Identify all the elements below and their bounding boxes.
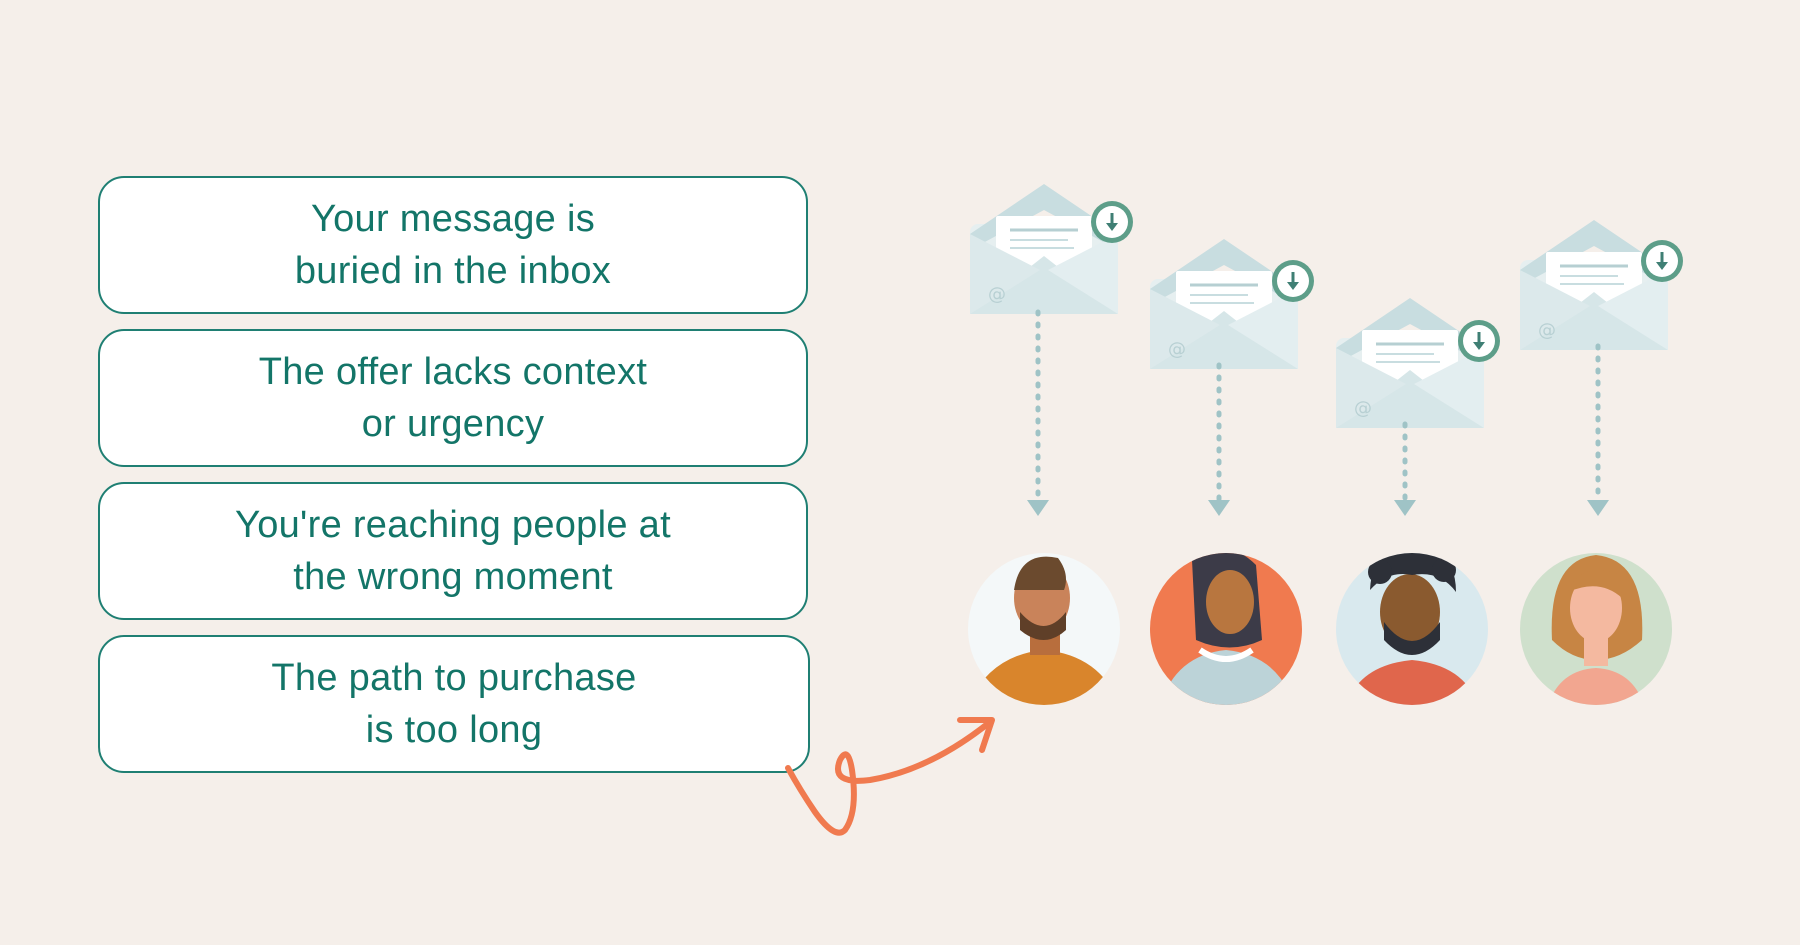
problem-card-text: You're reaching people at the wrong mome… [235,503,671,598]
curly-arrow-icon [785,717,995,836]
open-envelope-icon [968,182,1120,316]
download-arrow-icon [1639,238,1685,284]
problem-card-text: The path to purchase is too long [271,656,637,751]
problem-card-text: The offer lacks context or urgency [258,350,648,445]
open-envelope-icon [1148,237,1300,371]
person-avatar-icon [968,553,1120,705]
person-avatar-icon [1520,553,1672,705]
arrow-head-icon [1027,500,1609,516]
problem-card-path: The path to purchase is too long [98,635,810,773]
download-arrow-icon [1089,199,1135,245]
problem-card-text: Your message is buried in the inbox [294,197,612,292]
person-avatar-icon [1150,553,1302,705]
open-envelope-icon [1518,218,1670,352]
problem-card-timing: You're reaching people at the wrong mome… [98,482,808,620]
open-envelope-icon [1334,296,1486,430]
problem-card-inbox: Your message is buried in the inbox [98,176,808,314]
download-arrow-icon [1270,258,1316,304]
download-arrow-icon [1456,318,1502,364]
person-avatar-icon [1336,553,1488,705]
problem-card-offer: The offer lacks context or urgency [98,329,808,467]
dotted-connector [1035,309,1601,503]
